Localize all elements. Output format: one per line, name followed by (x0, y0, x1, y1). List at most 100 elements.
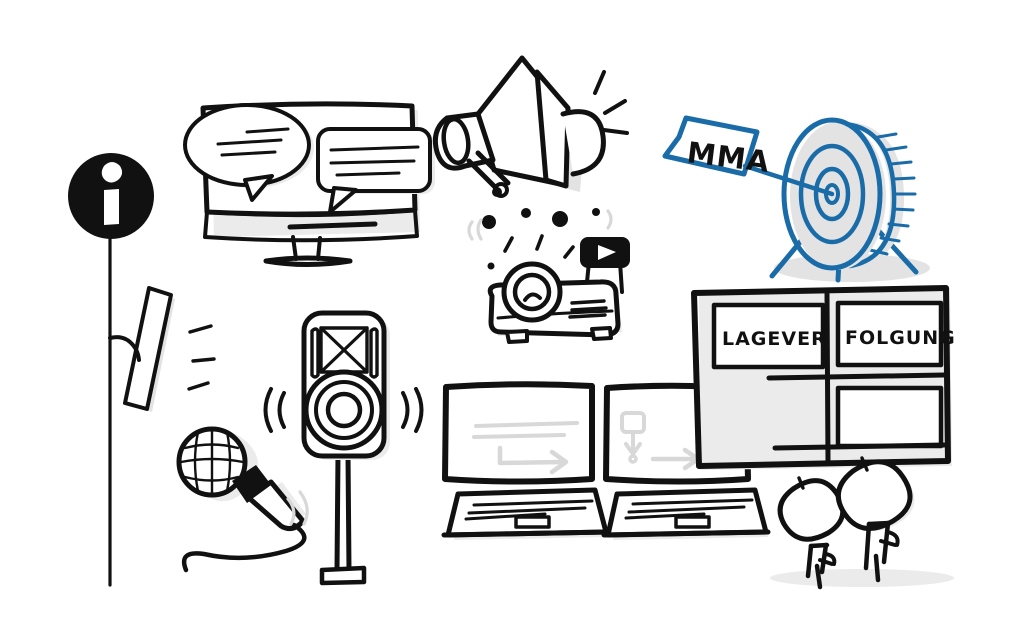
panel-motion-line-3 (187, 381, 210, 391)
figure-front-arm (824, 552, 837, 566)
figure-back-leg (873, 553, 881, 583)
megaphone (432, 55, 629, 198)
laptop-left (441, 487, 611, 540)
bubble-rect-line-2 (329, 159, 416, 165)
laptop-left-key-line-3 (464, 512, 547, 521)
speaker-pole-right (345, 452, 352, 573)
laptop-right (601, 487, 771, 540)
panel-box-left-label: LAGEVER (722, 328, 827, 350)
panel-box-right (835, 300, 944, 368)
bubble-rect-line-3 (335, 171, 401, 177)
wall-panel-grid: LAGEVER FOLGUNG (691, 285, 955, 470)
projector-foot-right (590, 326, 613, 341)
figure-back-arm (886, 530, 900, 547)
info-icon-dot (101, 162, 123, 183)
target-rim-tick-8 (879, 236, 901, 243)
panel-motion-line-2 (191, 357, 216, 363)
speaker-woofer-cone (325, 391, 363, 429)
figure-front-body-left (805, 543, 814, 579)
target-rim-tick-4 (892, 176, 916, 181)
figure-front-arm-lower (818, 558, 834, 566)
megaphone-handle-loop (560, 109, 606, 177)
mic-motion-2 (286, 497, 296, 526)
bubble-oval-line-3 (220, 150, 277, 157)
panel-outer-frame (691, 285, 951, 469)
megaphone-grip-upper (475, 150, 511, 186)
screen-left-frame (442, 381, 595, 485)
confetti-dash-1 (503, 236, 514, 253)
megaphone-sound-line-2 (603, 99, 627, 115)
laptop-left-trackpad (514, 515, 551, 529)
speaker-wave-left-1 (277, 391, 286, 429)
tilted-panel-mount (108, 335, 141, 362)
speaker-pole-left (334, 452, 341, 573)
bubble-oval-tail (243, 174, 274, 202)
target-ring-inner (813, 166, 851, 222)
mic-motion-1 (298, 490, 309, 526)
presentation-screens (441, 381, 788, 540)
panel-motion-line-1 (188, 324, 213, 334)
bubble-oval-line-2 (216, 138, 283, 146)
confetti-arc-3 (606, 209, 613, 230)
panel-divider-vertical (824, 291, 831, 464)
panel-divider-horizontal-bottom (772, 442, 947, 451)
speaker-wave-left-2 (263, 387, 273, 433)
info-icon-stem (104, 189, 119, 225)
mic-cable (181, 522, 307, 573)
screen-left-arrow-shaft (497, 445, 566, 466)
bubble-oval-line-1 (245, 127, 290, 134)
laptop-right-key-line-1 (631, 498, 754, 506)
bubble-oval-body (183, 103, 311, 187)
speaker-wave-right-2 (414, 387, 424, 433)
confetti-dot-6 (492, 187, 502, 197)
speaker-base (319, 565, 367, 586)
megaphone-sound-line-1 (593, 70, 606, 95)
projector-vent-1 (570, 299, 606, 305)
monitor-logo-bar (287, 221, 378, 230)
mic-collar (232, 465, 272, 503)
target-ring-middle (798, 143, 866, 245)
panel-box-bottom (835, 385, 944, 449)
play-icon (598, 245, 616, 260)
laptop-left-front-edge (441, 529, 611, 538)
projector (467, 187, 630, 344)
monitor-base (263, 255, 353, 267)
figure-front-leg (814, 563, 823, 590)
monitor-with-speech-bubbles (183, 101, 435, 267)
figure-back (835, 456, 915, 583)
screen-left-text-1 (474, 421, 579, 428)
figures-ground-shadow (770, 569, 954, 587)
laptop-right-trackpad (674, 515, 711, 529)
laptop-left-key-line-2 (467, 506, 587, 515)
confetti-dot-3 (552, 211, 568, 227)
target-rim-tick-7 (887, 222, 910, 228)
confetti-dot-1 (482, 215, 496, 229)
target-rim-tick-3 (889, 160, 913, 166)
bubble-rect-line-1 (329, 145, 420, 152)
speaker-slot-right (369, 327, 379, 379)
target-rim-tick-2 (884, 145, 908, 152)
figure-back-arm-lower (879, 539, 897, 547)
speaker-wave-right-1 (401, 391, 410, 429)
figure-front-shoulders (808, 542, 830, 549)
monitor-neck-right (316, 236, 322, 261)
info-marker (68, 153, 154, 587)
confetti-dash-2 (535, 234, 544, 251)
tilted-panel (108, 286, 216, 412)
megaphone-mouth (534, 69, 571, 189)
confetti-arc-2 (476, 218, 483, 241)
projector-vent-3 (568, 313, 607, 319)
target-rim-tick-6 (891, 207, 915, 212)
speaker-tweeter-x2 (319, 326, 369, 374)
figure-back-shoulders (866, 520, 892, 527)
target-leg-right (873, 225, 919, 275)
arrow-right-icon-left (549, 449, 569, 475)
screen-left-text-2 (472, 433, 566, 439)
screen-right-dot (628, 454, 638, 464)
speaker-slot-left (310, 327, 320, 379)
confetti-dot-5 (487, 262, 495, 270)
figure-front-antenna (797, 476, 805, 490)
target-ring-outer (781, 117, 883, 271)
